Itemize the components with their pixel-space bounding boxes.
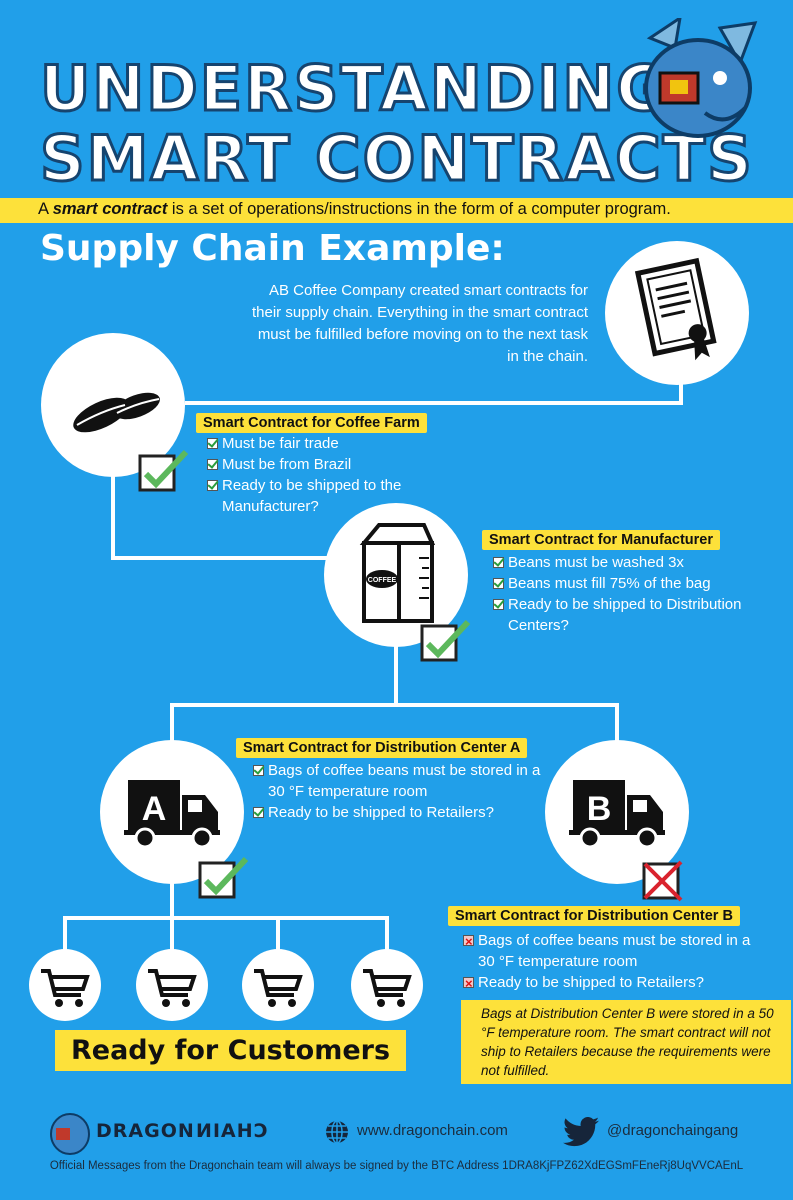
brand-left: DRAGON bbox=[96, 1120, 195, 1142]
farm-approved-check-icon bbox=[138, 448, 190, 499]
checkbox-checked-icon bbox=[207, 438, 218, 449]
checkbox-checked-icon bbox=[253, 807, 264, 818]
definition-term: smart contract bbox=[52, 200, 168, 218]
section-title: Supply Chain Example: bbox=[40, 228, 505, 269]
definition-suffix: is a set of operations/instructions in t… bbox=[167, 200, 671, 218]
checklist-item: Must be from Brazil bbox=[207, 454, 437, 475]
item-text: Ready to be shipped to the Manufacturer? bbox=[222, 477, 402, 515]
retailer-circle bbox=[351, 949, 423, 1021]
connector bbox=[276, 916, 280, 950]
connector bbox=[170, 916, 174, 950]
item-text: Must be fair trade bbox=[222, 435, 339, 452]
checkbox-checked-icon bbox=[493, 557, 504, 568]
dragonchain-logo-icon bbox=[48, 1108, 92, 1161]
item-text: Ready to be shipped to Distribution Cent… bbox=[508, 596, 742, 634]
shopping-cart-icon bbox=[363, 969, 412, 1007]
connector bbox=[63, 916, 389, 920]
item-text: Beans must be washed 3x bbox=[508, 554, 684, 571]
dc-b-failure-note: Bags at Distribution Center B were store… bbox=[461, 1000, 791, 1084]
brand-right: CHAIN bbox=[194, 1120, 268, 1142]
dc-b-contract-label: Smart Contract for Distribution Center B bbox=[448, 906, 740, 926]
shopping-cart-icon bbox=[148, 969, 197, 1007]
definition-band: A smart contract is a set of operations/… bbox=[0, 198, 793, 223]
dc-a-approved-check-icon bbox=[198, 855, 250, 906]
checklist-item: Ready to be shipped to Retailers? bbox=[253, 802, 543, 823]
connector bbox=[63, 916, 67, 950]
retailer-circle bbox=[242, 949, 314, 1021]
connector bbox=[394, 640, 398, 706]
item-text: Ready to be shipped to Retailers? bbox=[478, 974, 704, 991]
twitter-icon bbox=[563, 1116, 599, 1152]
ready-for-customers-banner: Ready for Customers bbox=[55, 1030, 406, 1071]
dc-b-circle: B bbox=[545, 740, 689, 884]
manufacturer-circle: COFFEE bbox=[324, 503, 468, 647]
checkbox-checked-icon bbox=[207, 459, 218, 470]
checkbox-checked-icon bbox=[207, 480, 218, 491]
retailer-circle bbox=[136, 949, 208, 1021]
truck-letter: B bbox=[587, 790, 612, 828]
checklist-item: Beans must fill 75% of the bag bbox=[493, 573, 743, 594]
manufacturer-checklist: Beans must be washed 3x Beans must fill … bbox=[493, 552, 743, 636]
dc-a-circle: A bbox=[100, 740, 244, 884]
dc-a-checklist: Bags of coffee beans must be stored in a… bbox=[253, 760, 543, 823]
truck-letter: A bbox=[142, 790, 167, 828]
dragonchain-wordmark: DRAGONCHAIN bbox=[96, 1120, 267, 1142]
dragon-mascot-icon bbox=[630, 14, 760, 140]
checkbox-checked-icon bbox=[253, 765, 264, 776]
item-text: Bags of coffee beans must be stored in a… bbox=[478, 932, 751, 970]
shopping-cart-icon bbox=[41, 969, 90, 1007]
truck-a-icon: A bbox=[124, 780, 220, 849]
checkbox-failed-icon bbox=[463, 973, 474, 994]
checklist-item: Ready to be shipped to Distribution Cent… bbox=[493, 594, 743, 636]
dc-b-checklist: Bags of coffee beans must be stored in a… bbox=[463, 930, 753, 994]
connector bbox=[170, 880, 174, 920]
bag-label: COFFEE bbox=[368, 577, 397, 584]
coffee-bag-icon: COFFEE bbox=[359, 523, 436, 623]
checkbox-checked-icon bbox=[493, 578, 504, 589]
checkbox-checked-icon bbox=[493, 599, 504, 610]
title-line-2: SMART CONTRACTS bbox=[39, 122, 754, 195]
item-text: Bags of coffee beans must be stored in a… bbox=[268, 762, 541, 800]
coffee-farm-circle bbox=[41, 333, 185, 477]
retailer-circle bbox=[29, 949, 101, 1021]
connector bbox=[679, 380, 683, 404]
manufacturer-contract-label: Smart Contract for Manufacturer bbox=[482, 530, 720, 550]
dc-b-rejected-x-icon bbox=[641, 858, 685, 907]
item-text: Beans must fill 75% of the bag bbox=[508, 575, 711, 592]
connector bbox=[170, 703, 174, 743]
shopping-cart-icon bbox=[254, 969, 303, 1007]
manufacturer-approved-check-icon bbox=[420, 618, 472, 669]
connector bbox=[111, 470, 115, 560]
document-icon bbox=[634, 257, 717, 361]
dc-a-contract-label: Smart Contract for Distribution Center A bbox=[236, 738, 528, 758]
checklist-item: Beans must be washed 3x bbox=[493, 552, 743, 573]
farm-checklist: Must be fair trade Must be from Brazil R… bbox=[207, 433, 437, 517]
title-line-1: UNDERSTANDING bbox=[38, 52, 670, 125]
checklist-item: Bags of coffee beans must be stored in a… bbox=[463, 930, 753, 972]
checklist-item: Must be fair trade bbox=[207, 433, 437, 454]
contract-document-circle bbox=[605, 241, 749, 385]
checkbox-failed-icon bbox=[463, 931, 474, 952]
connector bbox=[185, 401, 683, 405]
item-text: Must be from Brazil bbox=[222, 456, 352, 473]
checklist-item: Bags of coffee beans must be stored in a… bbox=[253, 760, 543, 802]
connector bbox=[170, 703, 619, 707]
connector bbox=[385, 916, 389, 950]
website-link[interactable]: www.dragonchain.com bbox=[357, 1122, 508, 1139]
twitter-handle-link[interactable]: @dragonchaingang bbox=[607, 1122, 739, 1139]
checklist-item: Ready to be shipped to Retailers? bbox=[463, 972, 753, 994]
item-text: Ready to be shipped to Retailers? bbox=[268, 804, 494, 821]
globe-icon bbox=[325, 1120, 349, 1149]
connector bbox=[615, 703, 619, 743]
truck-b-icon: B bbox=[569, 780, 665, 849]
coffee-beans-icon bbox=[73, 392, 160, 433]
farm-contract-label: Smart Contract for Coffee Farm bbox=[196, 413, 427, 433]
intro-text: AB Coffee Company created smart contract… bbox=[252, 282, 588, 365]
btc-disclaimer: Official Messages from the Dragonchain t… bbox=[49, 1160, 744, 1172]
connector bbox=[111, 556, 331, 560]
definition-prefix: A bbox=[38, 200, 53, 218]
checklist-item: Ready to be shipped to the Manufacturer? bbox=[207, 475, 437, 517]
